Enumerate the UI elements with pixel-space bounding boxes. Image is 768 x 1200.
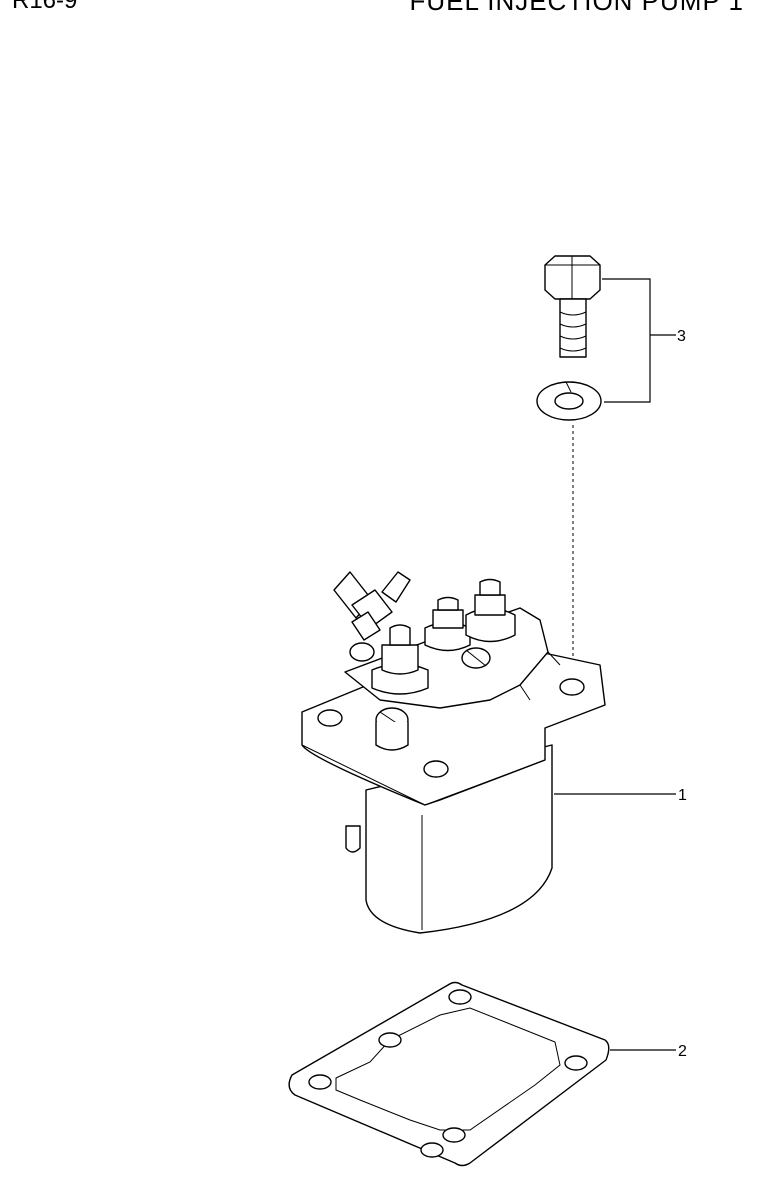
callout-3-leader: [602, 278, 676, 403]
bolt[interactable]: [544, 255, 601, 358]
delivery-valve-left: [371, 624, 429, 695]
washer[interactable]: [536, 381, 602, 421]
callout-3: 3: [677, 328, 686, 345]
page-title: FUEL INJECTION PUMP 1: [409, 0, 744, 16]
page-code: R16-9: [12, 0, 78, 14]
callout-1: 1: [678, 787, 687, 804]
delivery-valve-right: [465, 578, 516, 643]
callout-2: 2: [678, 1043, 687, 1060]
fuel-injection-pump[interactable]: [301, 571, 606, 934]
delivery-valve-mid: [424, 596, 471, 652]
inlet-fitting: [333, 571, 411, 641]
gasket[interactable]: [288, 981, 610, 1167]
